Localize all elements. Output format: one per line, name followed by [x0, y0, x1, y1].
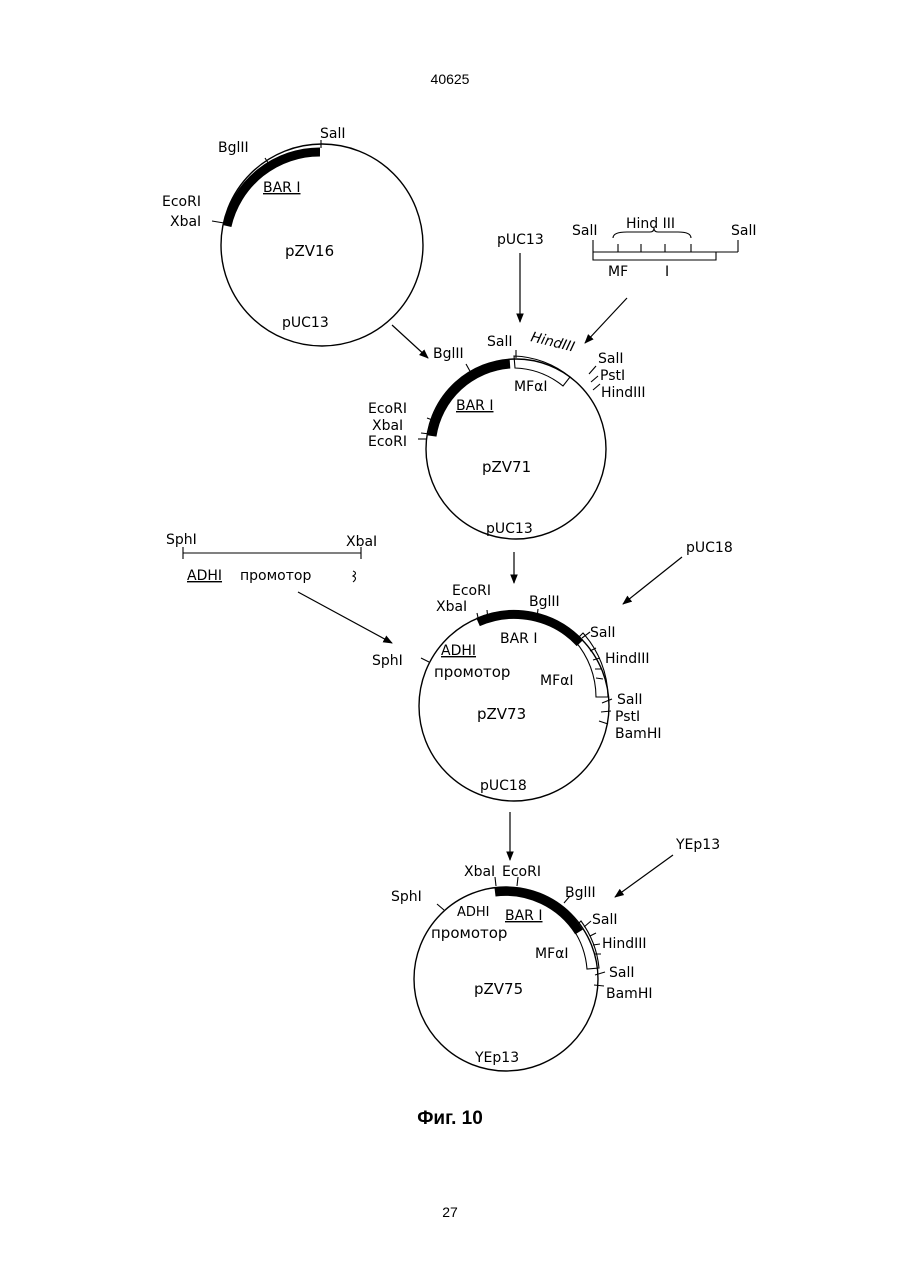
promoter-label: промотор [431, 924, 507, 942]
site-tick-sal-75 [584, 921, 591, 927]
site-label-sali: SalI [592, 912, 617, 928]
site-label-sali-2: SalI [617, 692, 642, 708]
site-tick-bgl-71 [466, 364, 471, 373]
figure-caption: Фиг. 10 [417, 1108, 483, 1129]
site-label-psti: PstI [600, 368, 625, 384]
vector-label-yep13: YEp13 [675, 837, 720, 853]
plasmid-name-pzv16: pZV16 [285, 242, 334, 260]
site-label-hindiii-right: HindIII [601, 385, 646, 401]
plasmid-pzv16: BglII SalI EcoRI XbaI BAR I pZV16 pUC13 [162, 126, 423, 346]
arrow-yep13-to-pzv75 [615, 855, 673, 897]
site-label-bglii: BglII [529, 594, 560, 610]
site-label-xbai: XbaI [464, 864, 495, 880]
backbone-label-puc18: pUC18 [480, 778, 527, 794]
site-tick-sph-75 [437, 904, 444, 910]
plasmid-pzv75: XbaI EcoRI BglII SalI HindIII SalI BamHI… [391, 864, 652, 1071]
site-label-ecori: EcoRI [502, 864, 541, 880]
site-tick-sal2-75 [595, 972, 605, 975]
promoter-label-adhi: ADHI [441, 643, 476, 659]
site-label-sali-right: SalI [598, 351, 623, 367]
backbone-label-yep13: YEp13 [474, 1050, 519, 1066]
site-label-sali: SalI [590, 625, 615, 641]
fragment-sal-right: SalI [731, 223, 756, 239]
site-label-xbai: XbaI [372, 418, 403, 434]
page-header-number: 40625 [431, 71, 470, 87]
insert-label-bar1: BAR I [505, 908, 543, 924]
fragment-mf-bracket [593, 252, 716, 260]
fragment-hindiii: Hind III [626, 216, 675, 232]
plasmid-pzv71: BglII SalI HindIII SalI PstI HindIII Eco… [368, 329, 646, 539]
fragment-promoter: промотор [240, 568, 311, 584]
site-tick-bam-73 [599, 721, 608, 724]
insert-label-bar1: BAR I [500, 631, 538, 647]
plasmid-name-pzv75: pZV75 [474, 980, 523, 998]
fragment-mf-number: I [665, 264, 669, 280]
site-tick-sal-r-71 [589, 366, 596, 374]
site-label-bglii: BglII [218, 140, 249, 156]
fragment-adhi: ADHI [187, 568, 222, 584]
fragment-adh-promoter: SphI XbaI ADHI промотор [166, 532, 377, 584]
fragment-mf-alpha: SalI Hind III SalI MF I [572, 216, 756, 280]
site-tick-bam-75 [594, 985, 604, 986]
vector-label-puc18: pUC18 [686, 540, 733, 556]
site-label-ecori: EcoRI [452, 583, 491, 599]
promoter-label: промотор [434, 663, 510, 681]
site-label-ecori: EcoRI [162, 194, 201, 210]
site-label-sali-2: SalI [609, 965, 634, 981]
site-label-hindiii: HindIII [602, 936, 647, 952]
arrow-pzv16-to-pzv71 [392, 325, 428, 358]
site-label-bamhi: BamHI [606, 986, 652, 1002]
plasmid-pzv73: EcoRI XbaI BglII SalI HindIII SalI PstI … [372, 583, 661, 801]
site-label-xbai: XbaI [170, 214, 201, 230]
site-tick-xba [212, 221, 224, 223]
site-tick-pst-71 [591, 376, 598, 382]
mf-alpha-label: MFαI [514, 379, 548, 395]
promoter-label-adhi: ADHI [457, 905, 490, 920]
backbone-label-puc13: pUC13 [486, 521, 533, 537]
site-label-bamhi: BamHI [615, 726, 661, 742]
site-label-ecori: EcoRI [368, 401, 407, 417]
site-tick-sal2-73 [602, 699, 612, 703]
site-tick-sph-73 [421, 658, 429, 662]
site-label-sphi: SphI [391, 889, 422, 905]
insert-label-bar1: BAR I [263, 180, 301, 196]
site-label-sali: SalI [320, 126, 345, 142]
backbone-label-puc13: pUC13 [282, 315, 329, 331]
fragment-sphi: SphI [166, 532, 197, 548]
arrow-fragment-to-pzv71 [585, 298, 627, 343]
arrow-adh-to-pzv73 [298, 592, 392, 643]
site-label-bglii: BglII [565, 885, 596, 901]
mf-alpha-label: MFαI [540, 673, 574, 689]
site-label-psti: PstI [615, 709, 640, 725]
insert-label-bar1: BAR I [456, 398, 494, 414]
site-label-hindiii: HindIII [605, 651, 650, 667]
site-label-sphi: SphI [372, 653, 403, 669]
plasmid-name-pzv73: pZV73 [477, 705, 526, 723]
site-tick-hind-r-71 [593, 384, 600, 390]
site-label-hindiii-top: HindIII [529, 329, 576, 355]
plasmid-name-pzv71: pZV71 [482, 458, 531, 476]
fragment-mf-label: MF [608, 264, 628, 280]
mf-alpha-label: MFαI [535, 946, 569, 962]
arrow-puc18-to-pzv73 [623, 557, 682, 604]
site-label-xbai: XbaI [436, 599, 467, 615]
site-label-sali: SalI [487, 334, 512, 350]
vector-label-puc13: pUC13 [497, 232, 544, 248]
fragment-end-mark [353, 571, 356, 582]
site-label-ecori-2: EcoRI [368, 434, 407, 450]
site-label-bglii: BglII [433, 346, 464, 362]
page-footer-number: 27 [442, 1204, 458, 1220]
fragment-sal-left: SalI [572, 223, 597, 239]
fragment-xbai: XbaI [346, 534, 377, 550]
